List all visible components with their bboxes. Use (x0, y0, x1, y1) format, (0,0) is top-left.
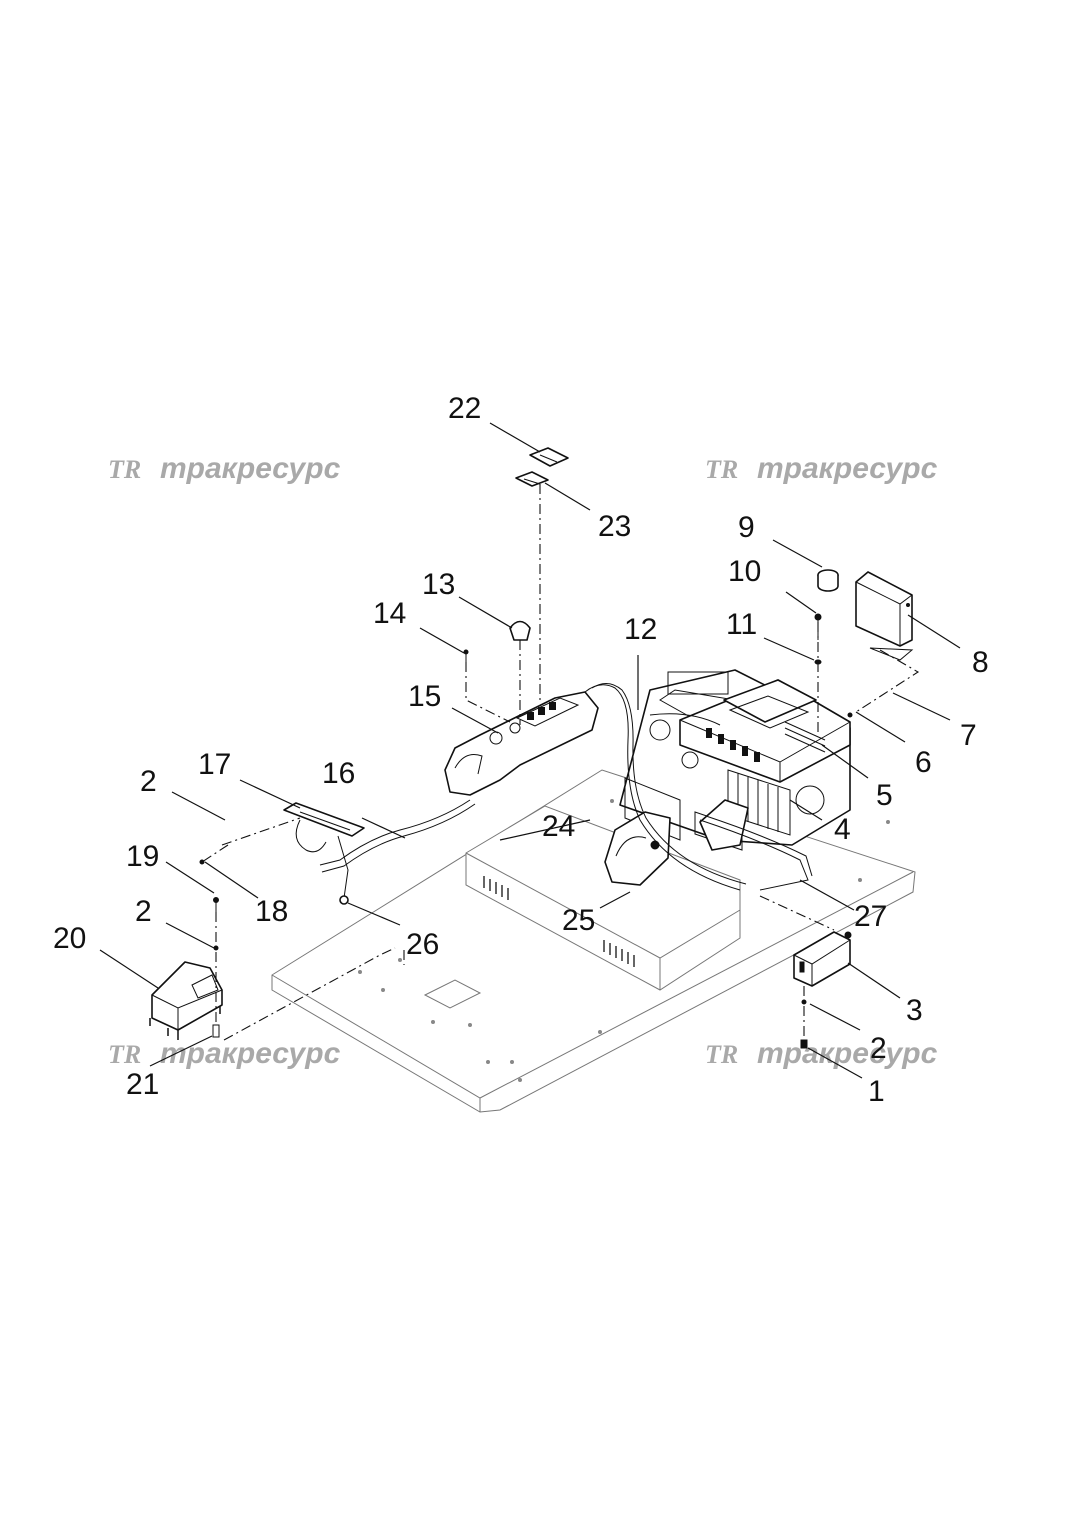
callout-21: 21 (126, 1068, 159, 1101)
callout-1: 1 (868, 1075, 885, 1108)
callout-24: 24 (542, 810, 575, 843)
leader-lines (99, 422, 961, 1079)
callout-18: 18 (255, 895, 288, 928)
rubber-damper (817, 569, 839, 592)
callout-25: 25 (562, 904, 595, 937)
control-console (444, 691, 599, 796)
callout-23: 23 (598, 510, 631, 543)
callout-15: 15 (408, 680, 441, 713)
callout-13: 13 (422, 568, 455, 601)
callout-8: 8 (972, 646, 989, 679)
svg-text:тракресурс: тракресурс (160, 1037, 341, 1070)
callout-6: 6 (915, 746, 932, 779)
control-unit-ecu (855, 571, 914, 661)
callout-7: 7 (960, 719, 977, 752)
callout-22: 22 (448, 392, 481, 425)
callout-2-upper: 2 (140, 765, 157, 798)
callout-9: 9 (738, 511, 755, 544)
callout-10: 10 (728, 555, 761, 588)
watermark-bottom-left: TR тракресурс (108, 1037, 341, 1070)
joystick-housing (604, 799, 749, 886)
svg-text:TR: TR (108, 455, 141, 484)
svg-text:тракресурс: тракресурс (160, 452, 341, 485)
assembly-lines (201, 484, 920, 1042)
callout-12: 12 (624, 613, 657, 646)
svg-text:TR: TR (108, 1040, 141, 1069)
svg-text:TR: TR (705, 1040, 738, 1069)
watermark-bottom-right: TR тракресурс (705, 1037, 938, 1070)
cover-panel (465, 805, 741, 991)
callout-27: 27 (854, 900, 887, 933)
foot-pedal (149, 961, 223, 1040)
callout-14: 14 (373, 597, 406, 630)
screw (463, 649, 469, 662)
callout-5: 5 (876, 779, 893, 812)
watermark-top-left: TR тракресурс (108, 452, 341, 485)
callout-3: 3 (906, 994, 923, 1027)
clip (847, 712, 853, 718)
callout-2-lower: 2 (870, 1032, 887, 1065)
svg-text:тракресурс: тракресурс (757, 1037, 938, 1070)
callout-4: 4 (834, 813, 851, 846)
svg-text:TR: TR (705, 455, 738, 484)
knob (509, 620, 531, 641)
mounting-bracket (283, 802, 365, 899)
watermark-top-right: TR тракресурс (705, 452, 938, 485)
callout-labels: 22 23 9 10 11 8 7 6 5 4 12 13 14 15 16 1… (53, 392, 989, 1108)
callout-26: 26 (406, 928, 439, 961)
relay-bracket (793, 931, 852, 987)
callout-11: 11 (726, 608, 757, 641)
callout-17: 17 (198, 748, 231, 781)
callout-19: 19 (126, 840, 159, 873)
callout-16: 16 (322, 757, 355, 790)
connector (339, 895, 349, 905)
switch-plate-lower (515, 471, 549, 487)
switch-plate-upper (529, 447, 569, 467)
callout-2-middle: 2 (135, 895, 152, 928)
wiring-harness (319, 683, 813, 891)
svg-text:тракресурс: тракресурс (757, 452, 938, 485)
callout-20: 20 (53, 922, 86, 955)
controller-board (679, 679, 851, 783)
